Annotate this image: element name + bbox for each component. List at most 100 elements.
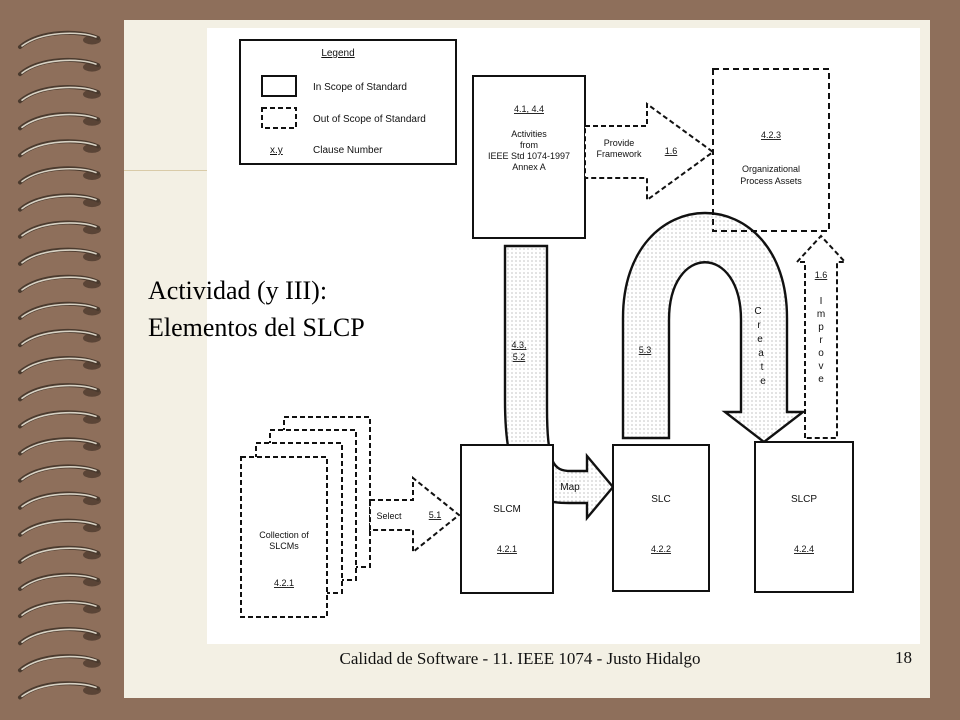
spiral-ring xyxy=(18,328,101,348)
spiral-ring xyxy=(18,410,101,429)
slcm-label: SLCM xyxy=(493,504,521,515)
spiral-ring xyxy=(18,301,101,320)
create-arrow-shape xyxy=(621,211,807,444)
slc-clause: 4.2.2 xyxy=(651,544,671,554)
spiral-ring xyxy=(18,437,101,456)
slcp-frame xyxy=(754,441,854,593)
spiral-ring xyxy=(18,599,101,619)
spiral-ring xyxy=(18,85,101,104)
map-arrow-clause-b: 5.2 xyxy=(513,352,526,362)
spiral-ring xyxy=(18,30,101,49)
create-arrow-clause: 5.3 xyxy=(639,345,652,355)
slide-title-line-2: Elementos del SLCP xyxy=(148,313,365,342)
activities-line-3: IEEE Std 1074-1997 xyxy=(488,151,570,161)
collection-clause: 4.2.1 xyxy=(274,578,294,588)
organizational-line-2: Process Assets xyxy=(740,176,802,186)
activities-box: 4.1, 4.4 Activities from IEEE Std 1074-1… xyxy=(472,75,586,239)
spiral-ring xyxy=(18,220,101,239)
spiral-ring xyxy=(18,545,101,564)
create-arrow: 5.3 C r e a t e xyxy=(621,211,807,444)
provide-arrow-line-1: Provide xyxy=(604,138,635,148)
improve-letter: o xyxy=(818,348,824,359)
select-arrow-label: Select xyxy=(376,511,402,521)
create-letter: a xyxy=(758,348,764,359)
slc-box: SLC 4.2.2 xyxy=(612,444,710,592)
slc-label: SLC xyxy=(651,494,670,505)
slide-footer: Calidad de Software - 11. IEEE 1074 - Ju… xyxy=(339,649,701,668)
spiral-ring xyxy=(18,654,101,673)
create-letter: e xyxy=(760,376,766,387)
provide-framework-arrow: Provide Framework 1.6 xyxy=(584,102,715,202)
legend-title: Legend xyxy=(321,48,354,59)
spiral-ring xyxy=(18,193,101,212)
activities-clause: 4.1, 4.4 xyxy=(514,104,544,114)
create-letter: r xyxy=(757,320,761,331)
spiral-binding xyxy=(18,30,101,700)
slcp-label: SLCP xyxy=(791,494,817,505)
provide-arrow-clause: 1.6 xyxy=(665,146,678,156)
legend-clause-label: Clause Number xyxy=(313,145,383,156)
slcm-clause: 4.2.1 xyxy=(497,544,517,554)
collection-front-sheet xyxy=(240,456,328,618)
improve-letter: r xyxy=(819,335,823,346)
provide-arrow-shape xyxy=(584,102,715,202)
diagram-panel: Legend In Scope of Standard Out of Scope… xyxy=(207,28,920,644)
spiral-ring xyxy=(18,627,101,646)
select-arrow: Select 5.1 xyxy=(369,475,461,555)
provide-arrow-line-2: Framework xyxy=(596,149,642,159)
spiral-ring xyxy=(18,356,101,375)
spiral-ring xyxy=(18,166,101,185)
legend-solid-box-icon xyxy=(261,75,297,97)
spiral-ring xyxy=(18,464,101,483)
slide-title-line-1: Actividad (y III): xyxy=(148,276,328,305)
organizational-clause: 4.2.3 xyxy=(761,130,781,140)
organizational-frame xyxy=(712,68,830,232)
spiral-ring xyxy=(18,112,101,131)
slcp-clause: 4.2.4 xyxy=(794,544,814,554)
select-arrow-clause: 5.1 xyxy=(429,510,442,520)
legend: Legend In Scope of Standard Out of Scope… xyxy=(239,39,457,165)
spiral-ring xyxy=(18,247,101,266)
spiral-ring xyxy=(18,518,101,537)
collection-of-slcms: Collection of SLCMs 4.2.1 xyxy=(240,416,371,618)
slcp-box: SLCP 4.2.4 xyxy=(754,441,854,593)
spiral-ring xyxy=(18,274,101,293)
spiral-ring xyxy=(18,383,101,402)
create-letter: C xyxy=(754,306,761,317)
legend-in-scope-label: In Scope of Standard xyxy=(313,82,407,93)
improve-letter: v xyxy=(819,361,824,372)
legend-dashed-box-icon xyxy=(261,107,297,129)
improve-letter: m xyxy=(817,309,825,320)
legend-frame xyxy=(239,39,457,165)
organizational-box: 4.2.3 Organizational Process Assets xyxy=(712,68,830,232)
spiral-ring xyxy=(18,491,101,510)
activities-line-4: Annex A xyxy=(512,162,546,172)
activities-line-1: Activities xyxy=(511,129,547,139)
map-arrow-clause-a: 4.3, xyxy=(511,340,526,350)
improve-arrow-clause: 1.6 xyxy=(815,270,828,280)
slide-page-number: 18 xyxy=(895,648,912,667)
activities-frame xyxy=(472,75,586,239)
activities-line-2: from xyxy=(520,140,538,150)
select-arrow-shape xyxy=(369,475,461,555)
spiral-ring xyxy=(18,681,101,700)
improve-letter: e xyxy=(818,374,824,385)
map-arrow-label: Map xyxy=(560,482,580,493)
collection-line-1: Collection of xyxy=(259,530,309,540)
slcm-box: SLCM 4.2.1 xyxy=(460,444,554,594)
organizational-line-1: Organizational xyxy=(742,164,800,174)
slc-frame xyxy=(612,444,710,592)
improve-letter: I xyxy=(820,296,823,307)
spiral-ring xyxy=(18,572,101,591)
collection-line-2: SLCMs xyxy=(269,541,299,551)
decorative-rule xyxy=(110,170,210,171)
legend-out-scope-label: Out of Scope of Standard xyxy=(313,114,426,125)
create-letter: t xyxy=(761,362,764,373)
legend-clause-symbol: x.y xyxy=(270,145,283,156)
improve-arrow-shape xyxy=(794,234,848,439)
create-letter: e xyxy=(757,334,763,345)
slcp-diagram: Legend In Scope of Standard Out of Scope… xyxy=(239,39,854,618)
improve-arrow: 1.6 I m p r o v e xyxy=(794,234,848,439)
slcm-frame xyxy=(460,444,554,594)
improve-letter: p xyxy=(818,322,824,333)
